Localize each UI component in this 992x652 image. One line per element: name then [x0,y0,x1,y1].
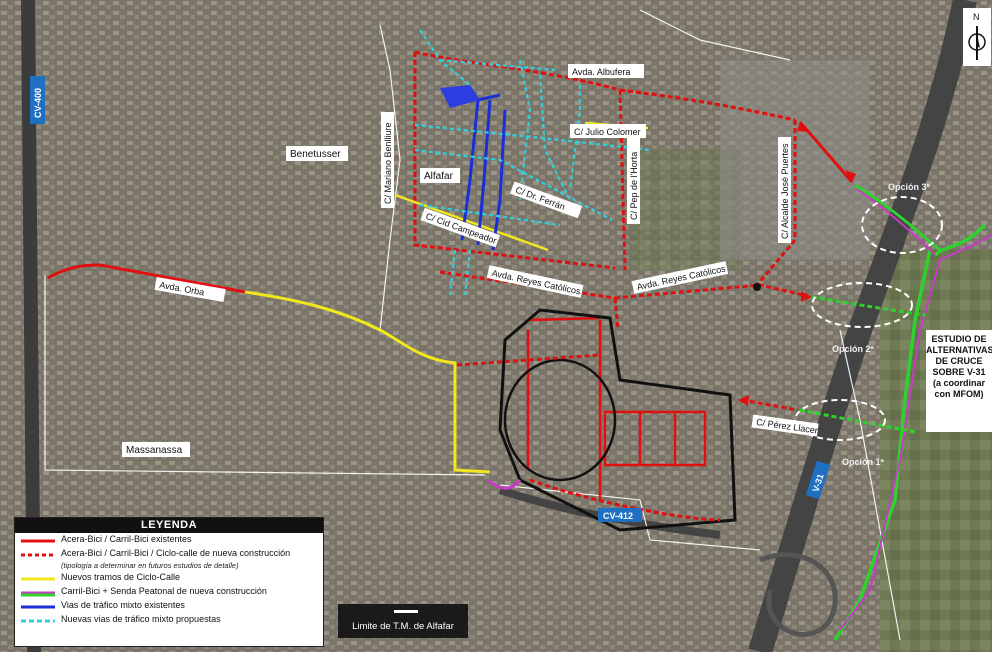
label-julio-colomer: C/ Julio Colomer [570,124,646,138]
legend-label: Nuevas vias de tráfico mixto propuestas [61,614,221,624]
label-pep-horta: C/ Pep de l'Horta [627,136,640,224]
greenway-east-magenta [839,234,992,631]
svg-text:CV-412: CV-412 [603,511,633,521]
legend-swatch [21,591,55,597]
legend-swatch [21,577,55,581]
legend-label: Nuevos tramos de Ciclo-Calle [61,572,181,582]
mixed-traffic-existing [460,93,507,251]
town-benetusser: Benetusser [286,146,348,161]
study-line: DE CRUCE [935,356,983,366]
sector-outline [498,308,737,532]
svg-text:Massanassa: Massanassa [126,445,183,456]
mixed-traffic-plaza [440,85,480,108]
bike-new-west-arrowhead [738,395,749,406]
study-alternatives-box: ESTUDIO DE ALTERNATIVAS DE CRUCE SOBRE V… [926,330,992,432]
svg-text:C/ Pep de l'Horta: C/ Pep de l'Horta [629,152,639,220]
option-3-ellipse [861,196,943,254]
label-option-3: Opción 3ª [888,182,931,192]
v31-highway [748,0,977,652]
svg-text:Avda. Albufera: Avda. Albufera [572,67,630,77]
label-albufera: Avda. Albufera [568,64,644,78]
svg-text:C/ Mariano Benlliure: C/ Mariano Benlliure [383,122,393,204]
compass-icon: N [968,12,986,60]
greenway-opt3 [854,183,941,252]
town-massanassa: Massanassa [122,442,190,457]
bike-existing-north [798,121,854,183]
legend-item: Nuevos tramos de Ciclo-Calle [15,571,323,585]
legend-item: Nuevas vias de tráfico mixto propuestas [15,613,323,627]
study-line: (a coordinar [932,378,985,388]
v31-ramp [759,552,838,637]
legend-label: Acera-Bici / Carril-Bici / Ciclo-calle d… [61,548,291,558]
bike-node [753,283,761,291]
bike-existing-sector-edges [526,316,602,500]
municipal-limit-label: Limite de T.M. de Alfafar [338,604,468,638]
legend-label: Acera-Bici / Carril-Bici existentes [61,534,192,544]
bike-new-east-arrowhead [801,291,812,302]
scale-bar [394,610,418,613]
north-arrow: N [963,8,991,66]
legend-item: Carril-Bici + Senda Peatonal de nueva co… [15,585,323,599]
badge-v31: V-31 [805,460,831,500]
legend: LEYENDA Acera-Bici / Carril-Bici existen… [14,517,324,647]
legend-swatch [21,553,55,557]
legend-swatch [21,619,55,623]
option-1-ellipse [794,399,886,441]
legend-note: (tipología a determinar en futuros estud… [61,561,239,570]
badge-cv412: CV-412 [598,508,642,522]
label-option-1: Opción 1ª [842,457,885,467]
ciclo-calle-orba [244,290,491,474]
legend-swatch [21,539,55,543]
svg-text:CV-400: CV-400 [33,88,43,118]
fields-east [880,250,992,652]
legend-swatch [21,605,55,609]
greenway-opt3-magenta [857,189,936,256]
svg-text:Alfafar: Alfafar [424,171,454,182]
study-line: con MFOM) [934,389,984,399]
bike-existing-north-arrowhead-b [797,122,808,132]
mixed-traffic-proposed [414,29,651,296]
label-option-2: Opción 2ª [832,344,875,354]
greenway-opt1 [799,408,916,434]
study-line: ESTUDIO DE [931,334,987,344]
greenway-south [487,478,522,490]
legend-item: Vias de tráfico mixto existentes [15,599,323,613]
label-mariano-benlliure: C/ Mariano Benlliure [381,112,394,208]
legend-item: Acera-Bici / Carril-Bici / Ciclo-calle d… [15,547,323,561]
label-alcalde: C/ Alcalde José Puertes [778,137,791,243]
scale-label: Limite de T.M. de Alfafar [352,621,454,632]
sector-roundabout [503,358,617,482]
legend-item: Acera-Bici / Carril-Bici existentes [15,533,323,547]
legend-title: LEYENDA [15,518,323,533]
study-line: ALTERNATIVAS [926,345,992,355]
study-line: SOBRE V-31 [932,367,986,377]
municipal-limit [44,9,901,641]
bike-existing-north-arrowhead-a [845,170,856,182]
bike-existing-sector-grid [603,410,707,467]
svg-text:C/ Alcalde José Puertes: C/ Alcalde José Puertes [780,143,790,239]
svg-text:N: N [973,12,980,22]
legend-label: Vias de tráfico mixto existentes [61,600,185,610]
greenway-east [833,223,987,641]
option-2-ellipse [811,282,913,328]
town-alfafar: Alfafar [420,168,460,183]
badge-cv400: CV-400 [30,76,45,124]
svg-text:C/ Julio Colomer: C/ Julio Colomer [574,127,641,137]
bike-existing-orba [47,263,246,294]
svg-text:Benetusser: Benetusser [290,149,341,160]
legend-label: Carril-Bici + Senda Peatonal de nueva co… [61,586,267,596]
